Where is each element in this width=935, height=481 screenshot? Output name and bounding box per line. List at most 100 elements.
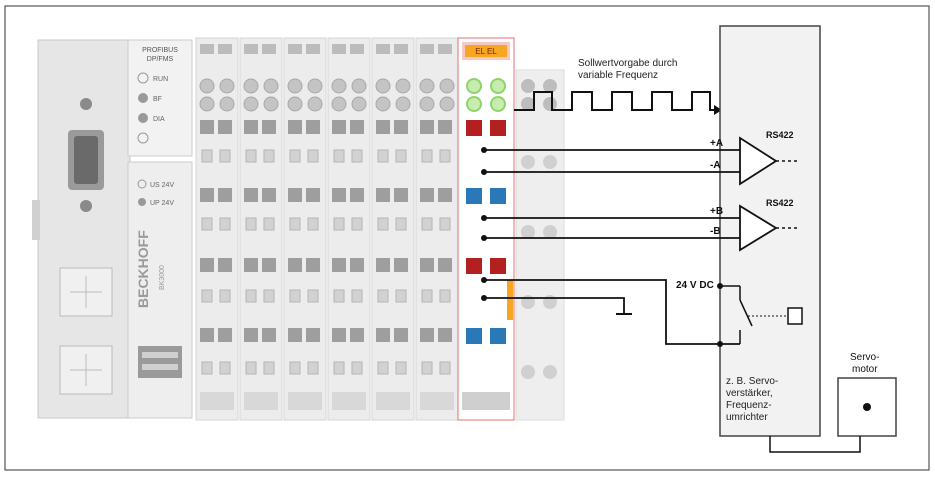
terminal-screw-icon (219, 217, 231, 231)
led-run-icon (137, 72, 149, 84)
terminal-contact-icon (350, 188, 364, 202)
terminal-contact-icon (306, 258, 320, 272)
led-up-icon (138, 198, 146, 206)
led-us-icon (137, 179, 147, 189)
coupler-label-2: DP/FMS (147, 56, 174, 63)
terminal-led-icon (199, 78, 215, 94)
terminal-screw-icon (333, 361, 345, 375)
wire-node (481, 295, 487, 301)
label-b-minus: -B (710, 226, 721, 237)
terminal-contact-icon (200, 258, 214, 272)
contact-red-icon (466, 258, 482, 274)
terminal-screw-icon (421, 217, 433, 231)
square-wave-signal (514, 91, 714, 111)
terminal-footer (376, 392, 410, 410)
encoder-footer (462, 392, 510, 410)
relay-switch-icon (739, 299, 753, 327)
terminal-led-icon (521, 97, 535, 111)
led-dia-label: DIA (153, 116, 165, 123)
terminal-screw-icon (333, 289, 345, 303)
terminal-contact-icon (200, 120, 214, 134)
terminal-contact-icon (244, 188, 258, 202)
terminal-contact-icon (332, 120, 346, 134)
terminal-contact-icon (200, 188, 214, 202)
screw-icon (80, 98, 92, 110)
end-terminal-body (515, 69, 565, 421)
wire-node (481, 147, 487, 153)
terminal-contact-icon (288, 258, 302, 272)
terminal-contact-icon (394, 188, 408, 202)
terminal-screw-icon (395, 289, 407, 303)
terminal-screw-icon (377, 289, 389, 303)
terminal-led-icon (521, 79, 535, 93)
terminal-screw-icon (421, 289, 433, 303)
terminal-led-icon (419, 96, 435, 112)
terminal-screw-icon (289, 149, 301, 163)
terminal-screw-icon (263, 149, 275, 163)
terminal-screw-icon (245, 289, 257, 303)
terminal-screw-icon (219, 149, 231, 163)
terminal-led-icon (395, 96, 411, 112)
terminal-led-icon (543, 97, 557, 111)
terminal-led-icon (331, 78, 347, 94)
terminal-contact-icon (332, 258, 346, 272)
terminal-screw-icon (377, 149, 389, 163)
terminal-led-icon (439, 96, 455, 112)
terminal-contact-icon (350, 328, 364, 342)
terminal-label-block (200, 44, 214, 54)
terminal-contact-icon (218, 188, 232, 202)
model-label: BK3000 (159, 265, 166, 290)
setpoint-label-2: variable Frequenz (578, 70, 658, 81)
terminal-contact-icon (218, 328, 232, 342)
terminal-contact-icon (306, 120, 320, 134)
terminal-contact-icon (288, 188, 302, 202)
terminal-screw-icon (377, 217, 389, 231)
terminal-led-icon (219, 96, 235, 112)
motor-line-1: Servo- (850, 352, 879, 363)
terminal-led-icon (307, 78, 323, 94)
terminal-contact-icon (376, 328, 390, 342)
led-up-label: UP 24V (150, 200, 174, 207)
terminal-screw-icon (245, 217, 257, 231)
terminal-screw-icon (263, 361, 275, 375)
terminal-contact-icon (394, 328, 408, 342)
label-b-plus: +B (710, 206, 723, 217)
terminal-led-icon (375, 96, 391, 112)
switch-wire (484, 279, 740, 345)
wire-node (481, 169, 487, 175)
terminal-contact-icon (288, 120, 302, 134)
terminal-screw-icon (219, 361, 231, 375)
coupler-latch (32, 200, 40, 240)
terminal-label-block (244, 44, 258, 54)
terminal-screw-icon (201, 149, 213, 163)
terminal-label-block (394, 44, 408, 54)
end-terminal (515, 69, 565, 421)
terminal-screw-icon (395, 149, 407, 163)
terminal-contact-icon (438, 120, 452, 134)
screw-icon (80, 200, 92, 212)
led-icon (137, 132, 149, 144)
terminal-contact-icon (332, 328, 346, 342)
terminal-led-icon (543, 79, 557, 93)
terminal-contact-icon (394, 120, 408, 134)
terminal-screw-icon (543, 155, 557, 169)
terminal-contact-icon (262, 258, 276, 272)
terminal-screw-icon (351, 217, 363, 231)
terminal-contact-icon (244, 120, 258, 134)
terminal-contact-icon (262, 120, 276, 134)
terminal-contact-icon (350, 120, 364, 134)
terminal-blocks (195, 37, 459, 421)
terminal-screw-icon (421, 149, 433, 163)
terminal-screw-icon (201, 361, 213, 375)
terminal-contact-icon (244, 328, 258, 342)
contact-blue-icon (490, 328, 506, 344)
brand-label: BECKHOFF (135, 230, 151, 308)
terminal-led-icon (307, 96, 323, 112)
terminal-led-icon (263, 78, 279, 94)
terminal-contact-icon (218, 120, 232, 134)
terminal-led-icon (219, 78, 235, 94)
terminal-screw-icon (201, 217, 213, 231)
terminal-led-icon (287, 78, 303, 94)
terminal-screw-icon (263, 217, 275, 231)
